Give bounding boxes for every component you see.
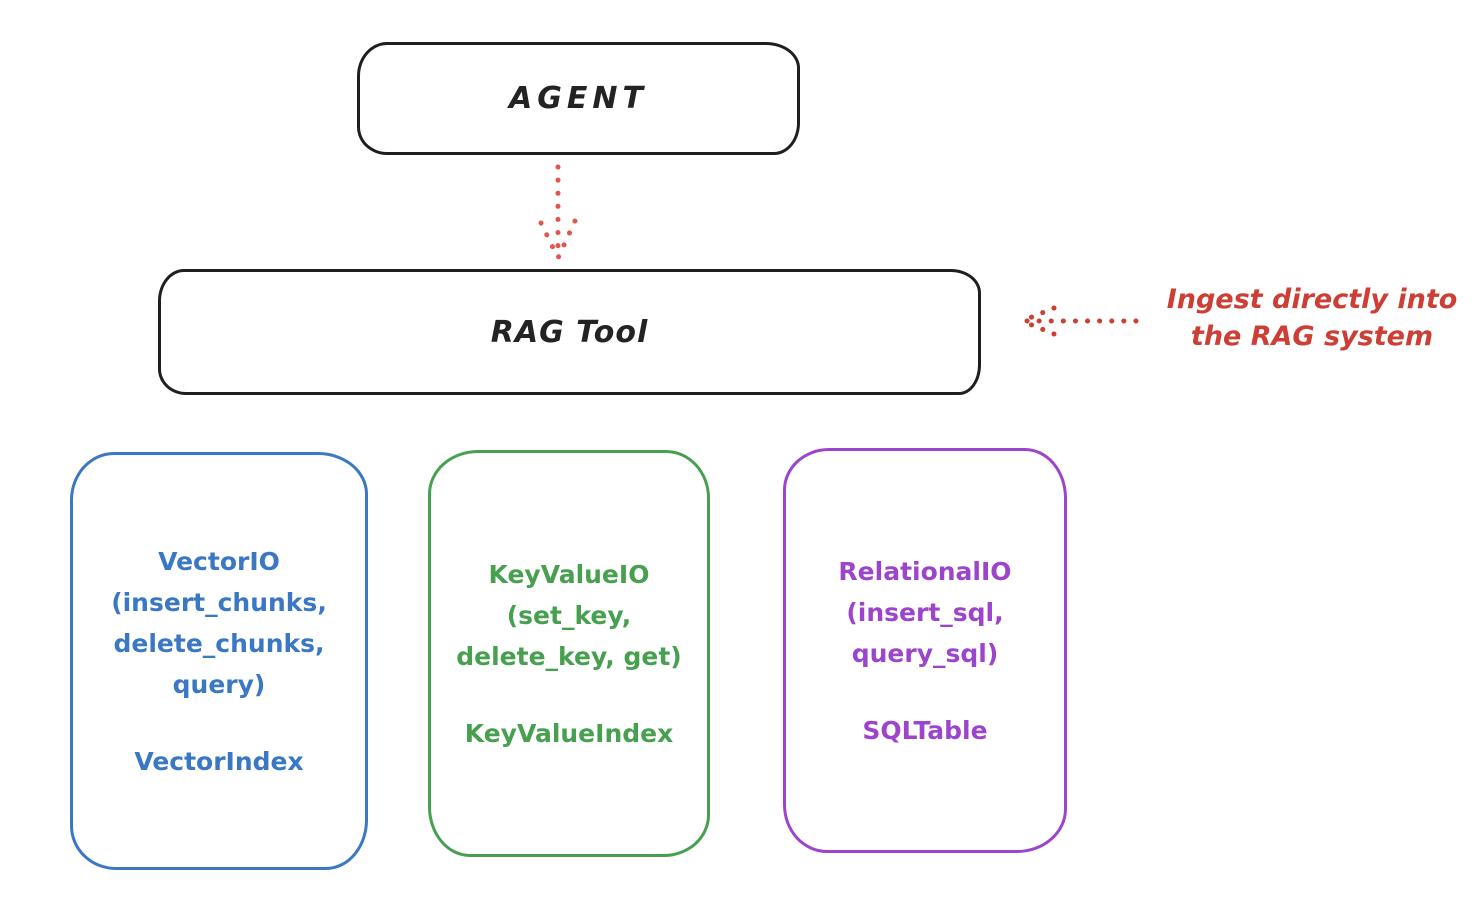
agent-node: AGENT <box>357 42 800 155</box>
key-value-io-node: KeyValueIO (set_key, delete_key, get) Ke… <box>428 450 710 857</box>
key-value-index-label: KeyValueIndex <box>464 718 674 748</box>
relational-io-methods-line: (insert_sql, <box>846 597 1004 627</box>
vector-index-label: VectorIndex <box>134 746 304 776</box>
vector-io-methods-line: query) <box>172 669 266 699</box>
vector-io-title: VectorIO <box>158 546 280 576</box>
key-value-io-methods-line: delete_key, get) <box>456 641 682 671</box>
vector-io-methods-line: delete_chunks, <box>113 628 325 658</box>
relational-io-methods-line: query_sql) <box>851 638 999 668</box>
relational-io-title: RelationalIO <box>838 556 1012 586</box>
ingest-annotation: Ingest directly into the RAG system <box>1140 281 1484 355</box>
ingest-annotation-line1: Ingest directly into <box>1166 284 1458 315</box>
vector-io-node: VectorIO (insert_chunks, delete_chunks, … <box>70 452 368 870</box>
agent-to-rag-arrow <box>538 164 578 261</box>
rag-tool-label: RAG Tool <box>490 314 649 350</box>
key-value-io-methods-line: (set_key, <box>506 600 632 630</box>
sql-table-label: SQLTable <box>862 715 988 745</box>
relational-io-node: RelationalIO (insert_sql, query_sql) SQL… <box>783 448 1067 853</box>
vector-io-methods-line: (insert_chunks, <box>111 587 327 617</box>
rag-tool-node: RAG Tool <box>158 269 981 395</box>
key-value-io-title: KeyValueIO <box>488 559 650 589</box>
ingest-arrow <box>1019 305 1139 337</box>
arrow-head-right <box>555 218 578 261</box>
ingest-annotation-line2: the RAG system <box>1190 321 1434 352</box>
arrow-head-left <box>538 220 561 261</box>
agent-label: AGENT <box>509 81 648 116</box>
